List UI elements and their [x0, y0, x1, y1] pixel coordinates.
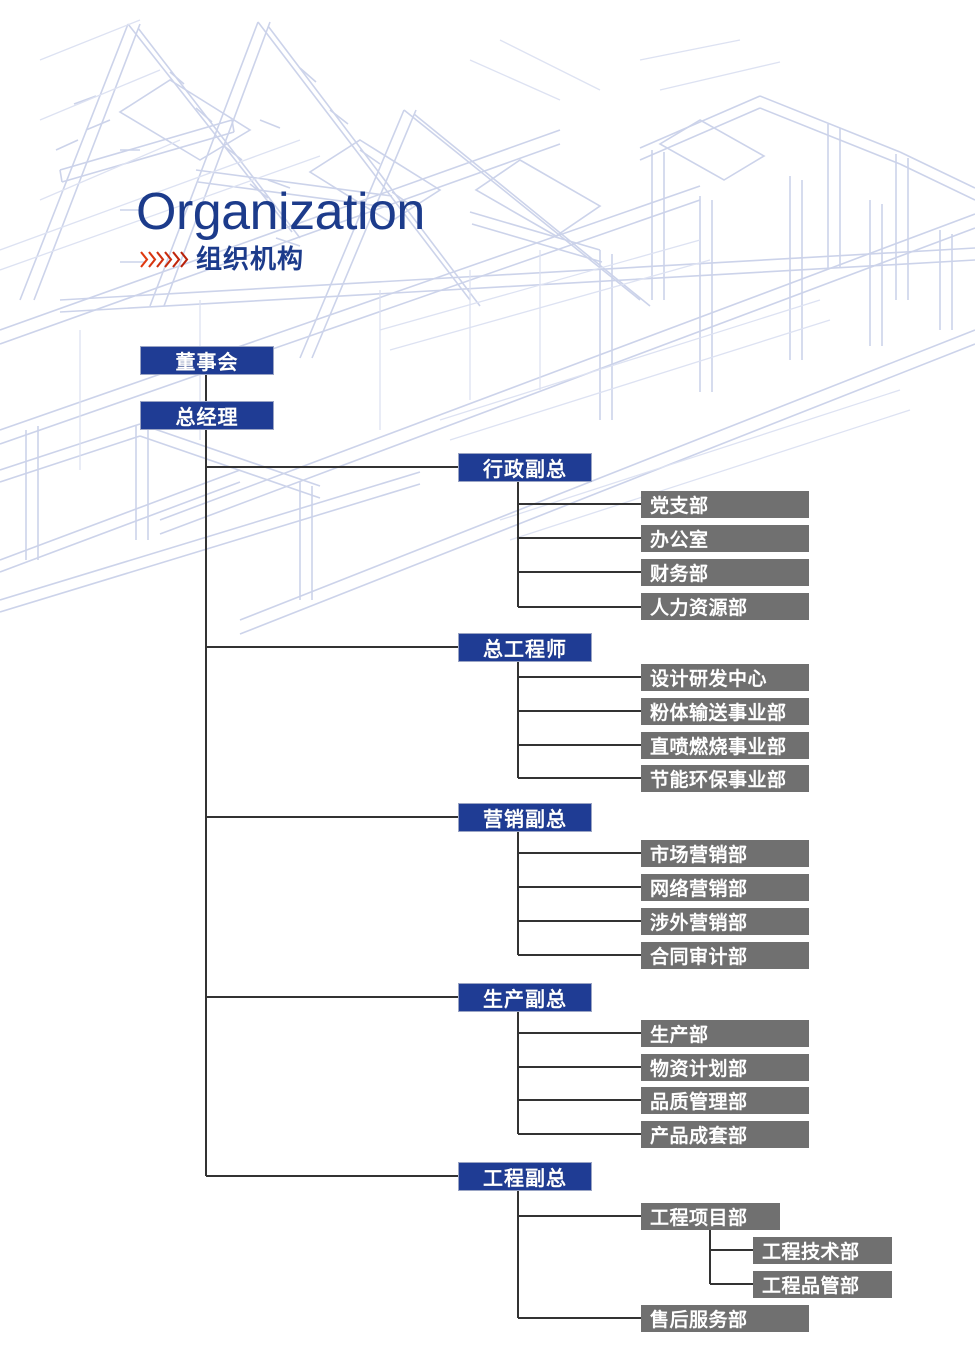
node-department[interactable]: 生产部	[641, 1020, 809, 1047]
node-department[interactable]: 财务部	[641, 559, 809, 586]
node-department[interactable]: 设计研发中心	[641, 664, 809, 691]
page-subtitle-row: 组织机构	[136, 246, 425, 272]
node-department[interactable]: 合同审计部	[641, 942, 809, 969]
node-board[interactable]: 董事会	[140, 346, 274, 375]
node-vp-engineering[interactable]: 工程副总	[458, 1162, 592, 1191]
node-department[interactable]: 物资计划部	[641, 1054, 809, 1081]
node-vp-production[interactable]: 生产副总	[458, 983, 592, 1012]
node-sub-department[interactable]: 工程品管部	[753, 1271, 892, 1298]
node-department[interactable]: 产品成套部	[641, 1121, 809, 1148]
node-department[interactable]: 涉外营销部	[641, 908, 809, 935]
node-department[interactable]: 品质管理部	[641, 1087, 809, 1114]
node-department[interactable]: 网络营销部	[641, 874, 809, 901]
node-department[interactable]: 售后服务部	[641, 1305, 809, 1332]
chevron-decor-icon	[140, 250, 189, 268]
node-department[interactable]: 工程项目部	[641, 1203, 780, 1230]
node-department[interactable]: 党支部	[641, 491, 809, 518]
page-title-block: Organization 组织机构	[136, 186, 425, 272]
node-department[interactable]: 市场营销部	[641, 840, 809, 867]
node-chief-engineer[interactable]: 总工程师	[458, 633, 592, 662]
node-sub-department[interactable]: 工程技术部	[753, 1237, 892, 1264]
node-department[interactable]: 办公室	[641, 525, 809, 552]
node-general-manager[interactable]: 总经理	[140, 401, 274, 430]
node-department[interactable]: 节能环保事业部	[641, 765, 809, 792]
node-vp-marketing[interactable]: 营销副总	[458, 803, 592, 832]
page-title-chinese: 组织机构	[196, 244, 305, 274]
node-department[interactable]: 直喷燃烧事业部	[641, 732, 809, 759]
node-department[interactable]: 人力资源部	[641, 593, 809, 620]
node-vp-administration[interactable]: 行政副总	[458, 453, 592, 482]
node-department[interactable]: 粉体输送事业部	[641, 698, 809, 725]
page-title-english: Organization	[136, 183, 425, 241]
